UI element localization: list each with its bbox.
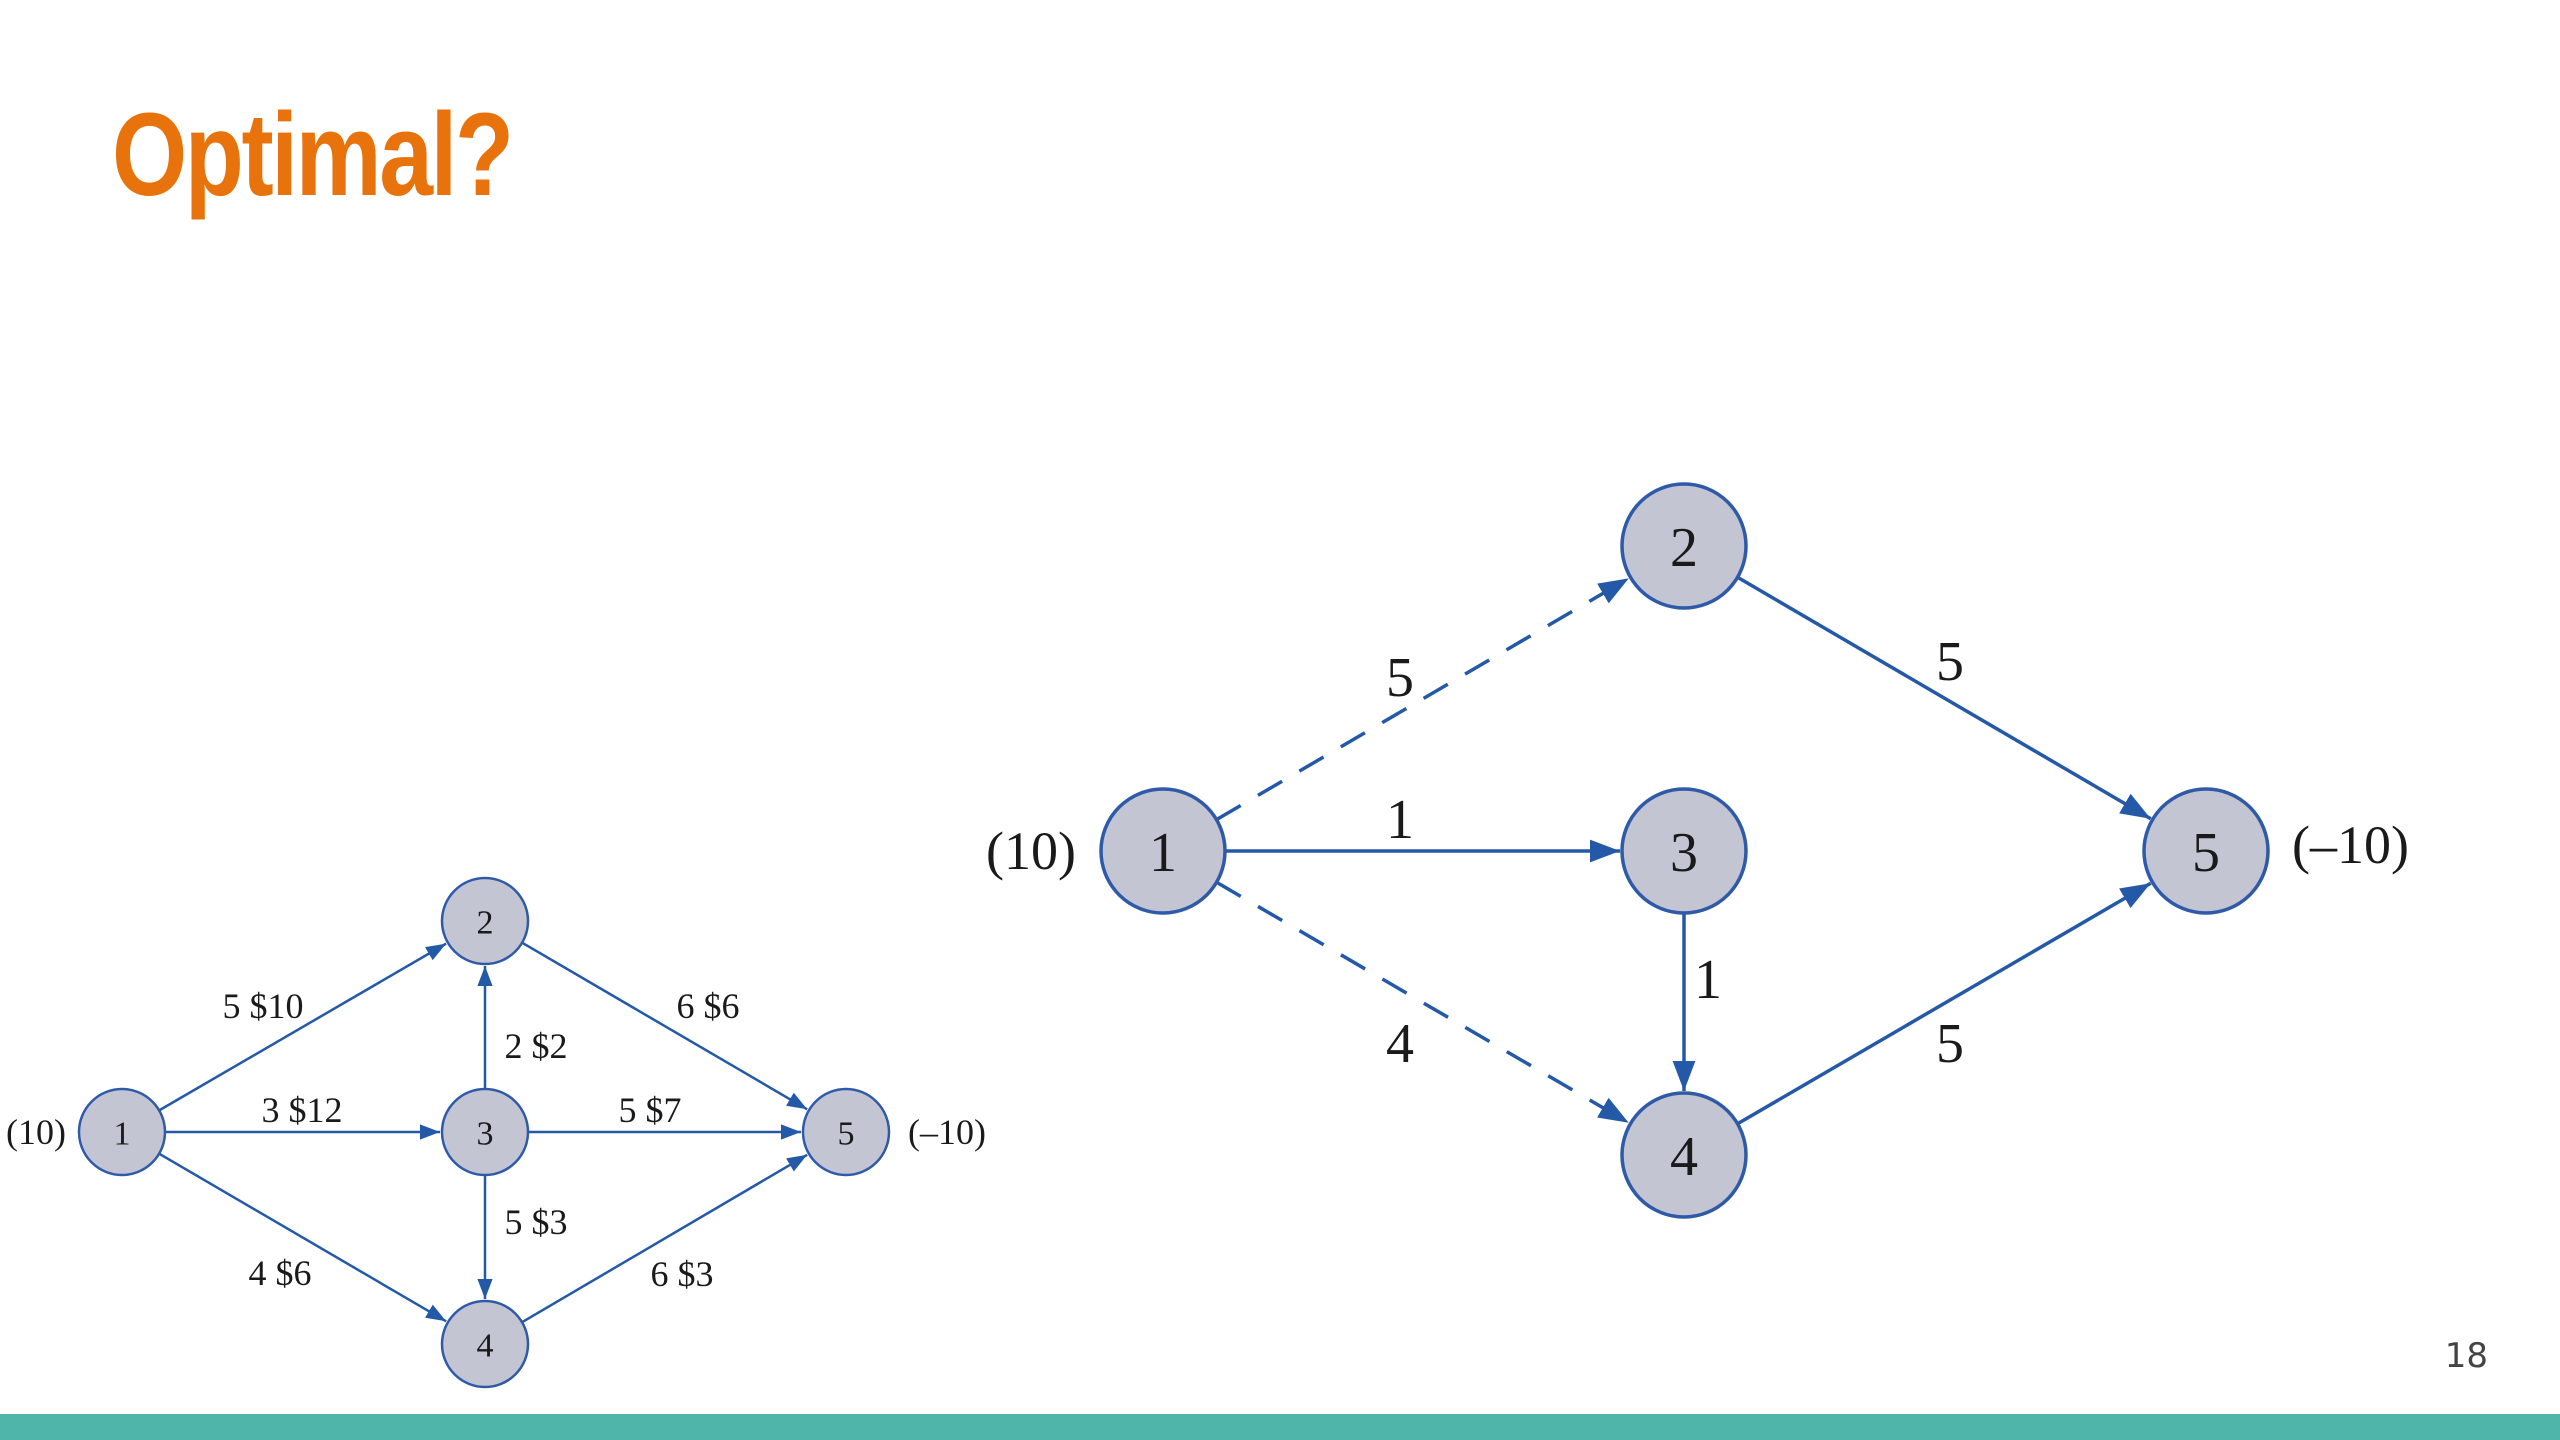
solution-edge-1-2: 5 xyxy=(1215,576,1630,822)
solution-node-label-3: 3 xyxy=(1670,822,1698,884)
solution-node-4: 4 xyxy=(1620,1091,1748,1219)
solution-supply-5: (–10) xyxy=(2292,815,2409,875)
network-node-label-5: 5 xyxy=(838,1116,855,1153)
network-node-label-4: 4 xyxy=(477,1328,494,1365)
network-node-5: 5 xyxy=(801,1087,891,1177)
network-node-label-2: 2 xyxy=(477,905,494,942)
network-supply-5: (–10) xyxy=(908,1112,986,1152)
solution-edge-4-5: 5 xyxy=(1736,881,2152,1126)
network-edge-label-1-4: 4 $6 xyxy=(249,1253,312,1293)
solution-node-label-2: 2 xyxy=(1670,517,1698,579)
network-edge-3-5: 5 $7 xyxy=(528,1090,801,1140)
network-edge-label-3-2: 2 $2 xyxy=(505,1026,568,1066)
footer-bar xyxy=(0,1414,2560,1440)
network-edge-3-2: 2 $2 xyxy=(477,966,568,1089)
network-edge-2-5: 6 $6 xyxy=(521,941,808,1111)
solution-edge-label-1-3: 1 xyxy=(1386,789,1414,851)
solution-edge-label-4-5: 5 xyxy=(1936,1013,1964,1075)
solution-node-3: 3 xyxy=(1620,787,1748,915)
solution-node-label-5: 5 xyxy=(2192,822,2220,884)
solution-node-2: 2 xyxy=(1620,482,1748,610)
network-supply-1: (10) xyxy=(6,1112,66,1152)
solution-supply-1: (10) xyxy=(986,821,1076,881)
network-edge-1-2: 5 $10 xyxy=(158,942,447,1112)
network-node-4: 4 xyxy=(440,1299,530,1389)
network-edge-label-1-2: 5 $10 xyxy=(223,986,304,1026)
network-edge-label-4-5: 6 $3 xyxy=(651,1254,714,1294)
network-node-2: 2 xyxy=(440,876,530,966)
network-edge-label-1-3: 3 $12 xyxy=(262,1090,343,1130)
network-edge-label-3-4: 5 $3 xyxy=(505,1202,568,1242)
network-edge-3-4: 5 $3 xyxy=(477,1175,568,1299)
network-edge-label-3-5: 5 $7 xyxy=(619,1090,682,1130)
solution-node-1: 1 xyxy=(1099,787,1227,915)
solution-edge-2-5: 5 xyxy=(1736,575,2152,821)
network-node-label-1: 1 xyxy=(114,1116,131,1153)
network-edge-4-5: 6 $3 xyxy=(521,1153,808,1324)
solution-edge-3-4: 1 xyxy=(1672,913,1722,1091)
solution-node-5: 5 xyxy=(2142,787,2270,915)
network-node-1: 1 xyxy=(77,1087,167,1177)
network-edge-1-3: 3 $12 xyxy=(165,1090,440,1140)
page-number: 18 xyxy=(2444,1336,2488,1376)
network-node-3: 3 xyxy=(440,1087,530,1177)
solution-edge-1-4: 4 xyxy=(1215,880,1630,1125)
network-edge-1-4: 4 $6 xyxy=(158,1152,447,1323)
solution-node-label-1: 1 xyxy=(1149,822,1177,884)
solution-edge-label-3-4: 1 xyxy=(1694,949,1722,1011)
solution-node-label-4: 4 xyxy=(1670,1126,1698,1188)
solution-edge-1-3: 1 xyxy=(1225,789,1620,863)
network-edge-label-2-5: 6 $6 xyxy=(677,986,740,1026)
solution-edge-label-2-5: 5 xyxy=(1936,631,1964,693)
network-node-label-3: 3 xyxy=(477,1116,494,1153)
solution-edge-label-1-2: 5 xyxy=(1386,647,1414,709)
slide-title: Optimal? xyxy=(112,89,514,221)
solution-edge-label-1-4: 4 xyxy=(1386,1013,1414,1075)
